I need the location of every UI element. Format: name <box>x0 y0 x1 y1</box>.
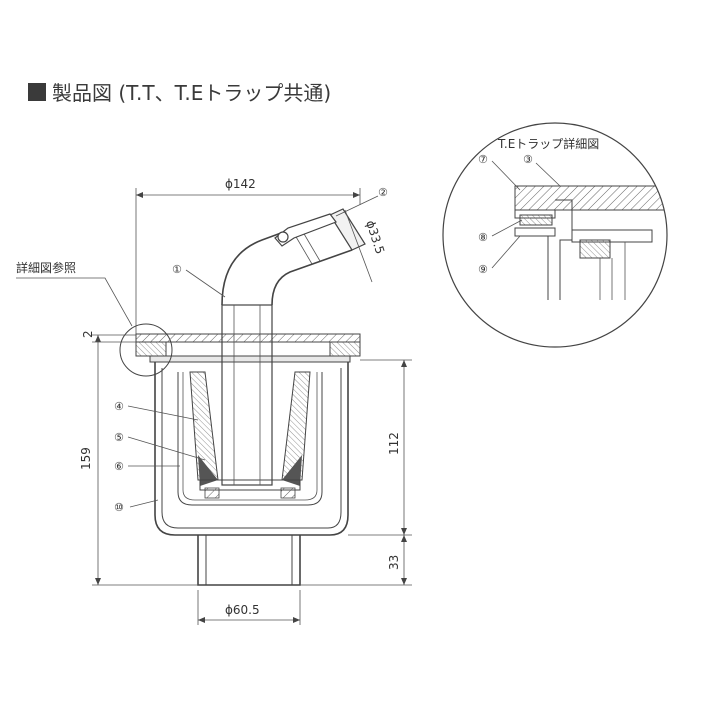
dim-flange-thickness: 2 <box>81 330 95 338</box>
elbow-inner <box>271 249 353 306</box>
arrow-total-top <box>95 335 101 342</box>
dim-outlet-height: 33 <box>387 555 401 570</box>
detail-contents <box>514 185 667 300</box>
leader-2 <box>335 195 379 217</box>
pipe-end <box>329 208 366 251</box>
detail-leader-8 <box>491 219 523 237</box>
arrow-body-bottom <box>401 528 407 535</box>
detail-trap-ring <box>579 239 611 259</box>
arrow-left <box>136 192 143 198</box>
pipe-dim-line <box>344 209 373 283</box>
detail-seal-packing <box>519 214 553 226</box>
arrow-outlet-right <box>293 617 300 623</box>
leader-4 <box>127 405 199 421</box>
trap-base <box>199 479 301 491</box>
arrow-outlet-bottom <box>401 578 407 585</box>
base-foot-left <box>204 487 220 499</box>
detail-callout-3: ③ <box>523 153 533 166</box>
callout-10: ⑩ <box>114 501 124 514</box>
basket-outer <box>177 372 323 506</box>
basket-inner <box>182 372 318 501</box>
arrow-body-top <box>401 360 407 367</box>
callout-1: ① <box>172 263 182 276</box>
dim-outlet-diameter: ϕ60.5 <box>225 603 260 617</box>
leader-10 <box>129 499 159 508</box>
dim-body-height: 112 <box>387 432 401 455</box>
arrow-outlet-left <box>198 617 205 623</box>
body-inner <box>161 368 342 529</box>
page-title: 製品図 (T.T、T.Eトラップ共通) <box>52 81 331 105</box>
detail-view: T.Eトラップ詳細図 ⑦ ③ ⑧ ⑨ <box>442 122 668 348</box>
dim-pipe-diameter: ϕ33.5 <box>363 219 387 256</box>
detail-callout-7: ⑦ <box>478 153 488 166</box>
detail-reference-note: 詳細図参照 <box>16 260 76 275</box>
top-flange <box>135 333 361 343</box>
detail-reference-circle <box>119 323 173 377</box>
leader-1 <box>185 269 226 298</box>
detail-seal-bottom <box>514 227 556 237</box>
left-seal-ring <box>135 341 167 357</box>
detail-top-flange <box>514 185 667 211</box>
detail-leader-7 <box>491 160 521 191</box>
body-outer <box>154 362 349 536</box>
callout-6: ⑥ <box>114 460 124 473</box>
detail-leader-9 <box>491 235 521 269</box>
main-section-drawing: ϕ142 ϕ33.5 <box>16 177 412 625</box>
detail-title: T.Eトラップ詳細図 <box>497 136 599 151</box>
detail-leader-3 <box>535 162 561 187</box>
right-seal-ring <box>329 341 361 357</box>
title-block: 製品図 (T.T、T.Eトラップ共通) <box>28 81 331 105</box>
callout-4: ④ <box>114 400 124 413</box>
inner-pipe <box>221 304 273 486</box>
detail-inner-lines <box>599 242 626 300</box>
dim-top-width: ϕ142 <box>225 177 256 191</box>
callout-5: ⑤ <box>114 431 124 444</box>
arrow-outlet-top <box>401 535 407 542</box>
callout-2: ② <box>378 186 388 199</box>
title-marker-square <box>28 83 46 101</box>
pipe-clamp <box>274 213 337 247</box>
detail-grate <box>571 229 653 243</box>
outlet-pipe <box>197 535 301 586</box>
trap-weight-right <box>282 455 302 486</box>
arrow-total-bottom <box>95 578 101 585</box>
detail-callout-8: ⑧ <box>478 231 488 244</box>
arrow-right <box>353 192 360 198</box>
base-foot-right <box>280 487 296 499</box>
dim-total-height: 159 <box>79 447 93 470</box>
detail-reference-leader <box>16 277 133 327</box>
elbow-outer <box>221 214 331 306</box>
gasket-band <box>149 355 351 363</box>
leader-5 <box>127 436 206 461</box>
detail-callout-9: ⑨ <box>478 263 488 276</box>
clamp-screw <box>277 231 289 243</box>
trap-weight-left <box>198 455 218 486</box>
